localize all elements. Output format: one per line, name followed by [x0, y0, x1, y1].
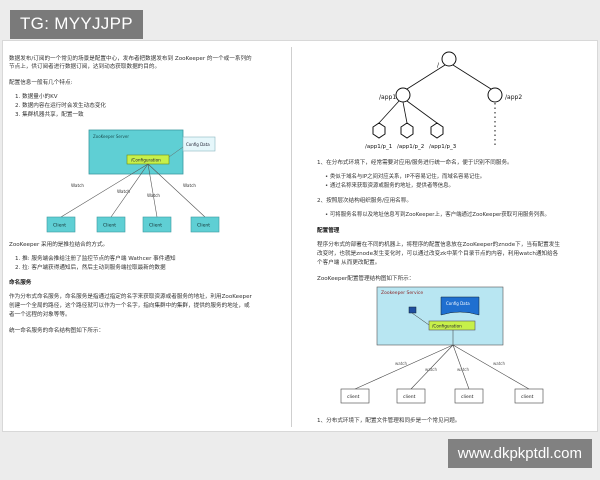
app1-node — [395, 87, 411, 103]
watch-label: Watch — [183, 183, 196, 188]
client-label: client — [521, 394, 534, 400]
model-item: 1. 推: 服务端会推给注册了监控节点的客户端 Wathcer 事件通知 — [15, 256, 176, 262]
client-label: Client — [149, 223, 162, 229]
item1-text: 1、在分布式环境下，经常需要对应用/服务进行统一命名，便于识别不同服务。 — [317, 160, 513, 166]
model-item: 2. 拉: 客户端获得通知后，然后主动到服务端拉取最新的数据 — [15, 265, 166, 271]
zookeeper-config-diagram: ZooKeeper Server /Configuration Config D… — [46, 129, 220, 233]
config-structure-text: ZooKeeper配置管理结构图如下所示： — [317, 276, 415, 282]
config-data-box — [182, 136, 216, 152]
configuration-node-label: /Configuration — [131, 158, 161, 163]
client-box — [190, 216, 220, 233]
column-divider — [291, 47, 292, 427]
config-line-2: 改变时，也就是znode发生变化时，可以通过改变zk中某个目录节点的内容，利用w… — [317, 251, 559, 257]
server-box — [88, 129, 184, 175]
watch-label: Watch — [71, 183, 84, 188]
watch-label: Watch — [147, 193, 160, 198]
client-label: Client — [197, 223, 210, 229]
config-line-3: 个客户端 从而更改配置。 — [317, 260, 381, 266]
config-title: 配置管理 — [317, 228, 340, 234]
configuration-node — [428, 320, 476, 331]
watch-label: Watch — [117, 189, 130, 194]
item2-text: 2、按照层次结构组织服务/应用名称。 — [317, 198, 412, 204]
client-box — [340, 388, 370, 404]
small-node — [408, 306, 417, 314]
zookeeper-service-label: Zookeeper Service — [381, 290, 423, 296]
leaf-node — [400, 122, 414, 139]
app2-node — [487, 87, 503, 103]
watch-label: watch — [425, 367, 437, 372]
zookeeper-service-box — [376, 286, 504, 346]
config-management-diagram: Zookeeper Service Config Data /Configura… — [340, 286, 544, 404]
watch-label: watch — [395, 361, 407, 366]
intro-line-2: 节点上，供订阅者进行数据订阅，达到动态获取数据的目的。 — [9, 64, 161, 70]
naming-line-3: 者一个远程的对象等等。 — [9, 312, 71, 318]
config-data-label: Config Data — [446, 301, 470, 306]
item1-bullet: • 类似于域名与IP之间对应关系，IP不容易记住，而域名容易记住。 — [325, 174, 486, 180]
feature-item: 1. 数据量小的KV — [15, 94, 58, 100]
watermark-top-badge: TG: MYYJJPP — [10, 10, 143, 39]
naming-line-1: 作为分布式命名服务，命名服务是指通过指定的名字来获取资源或者服务的地址，利用Zo… — [9, 294, 252, 300]
config-data-label: Config Data — [186, 142, 210, 147]
naming-title: 命名服务 — [9, 280, 32, 286]
feature-item: 2. 数据内容在运行时会发生动态变化 — [15, 103, 107, 109]
footer-text: 1、分布式环境下，配置文件管理和同步是一个常见问题。 — [317, 418, 461, 424]
item1-bullet: • 通过名称来获取资源或服务的地址，提供者等信息。 — [325, 183, 454, 189]
client-label: client — [403, 394, 416, 400]
root-node — [441, 51, 457, 67]
client-box — [142, 216, 172, 233]
client-label: Client — [103, 223, 116, 229]
bullet-text: 通过名称来获取资源或服务的地址，提供者等信息。 — [329, 183, 454, 189]
intro-line-1: 数据发布/订阅的一个常见的场景是配置中心，发布者把数据发布到 ZooKeeper… — [9, 56, 252, 62]
client-label: client — [461, 394, 474, 400]
client-box — [454, 388, 484, 404]
app2-label: /app2 — [505, 94, 522, 101]
leaf-label: /app1/p_1 — [365, 144, 392, 150]
watch-label: watch — [457, 367, 469, 372]
app1-label: /app1 — [379, 94, 396, 101]
client-box — [514, 388, 544, 404]
model-text: ZooKeeper 采用的是推拉结合的方式。 — [9, 242, 109, 248]
naming-tree-diagram: / /app1 /app2 /app1/p_1 /app1/p_2 /app1/… — [365, 51, 522, 150]
leaf-node — [372, 122, 386, 139]
naming-structure-text: 统一命名服务的命名结构图如下所示： — [9, 328, 105, 334]
root-label: / — [437, 62, 440, 69]
document-page: 数据发布/订阅的一个常见的场景是配置中心，发布者把数据发布到 ZooKeeper… — [2, 40, 598, 432]
server-label: ZooKeeper Server — [93, 134, 129, 139]
leaf-label: /app1/p_2 — [397, 144, 424, 150]
client-box — [46, 216, 76, 233]
config-line-1: 程序分布式的部署在不同的机器上，将程序的配置信息放在ZooKeeper的znod… — [317, 242, 560, 248]
leaf-label: /app1/p_3 — [429, 144, 457, 150]
configuration-node-label: /Configuration — [432, 324, 462, 329]
config-data-shape — [440, 296, 480, 316]
item2-bullet: • 可将服务名称以及地址信息写到ZooKeeper上，客户端通过ZooKeepe… — [325, 212, 550, 218]
client-box — [96, 216, 126, 233]
features-title: 配置信息一般有几个特点: — [9, 80, 73, 86]
client-label: client — [347, 394, 360, 400]
leaf-node — [430, 122, 444, 139]
naming-line-2: 创建一个全局的路径，这个路径就可以作为一个名字，指向集群中的集群，提供的服务的地… — [9, 303, 250, 309]
client-label: Client — [53, 223, 66, 229]
watermark-url-badge: www.dkpkptdl.com — [447, 439, 592, 468]
bullet-text: 可将服务名称以及地址信息写到ZooKeeper上，客户端通过ZooKeeper获… — [329, 212, 550, 218]
feature-item: 3. 集群机器共享，配置一致 — [15, 112, 84, 118]
client-box — [396, 388, 426, 404]
watch-label: watch — [493, 361, 505, 366]
bullet-text: 类似于域名与IP之间对应关系，IP不容易记住，而域名容易记住。 — [329, 174, 486, 180]
